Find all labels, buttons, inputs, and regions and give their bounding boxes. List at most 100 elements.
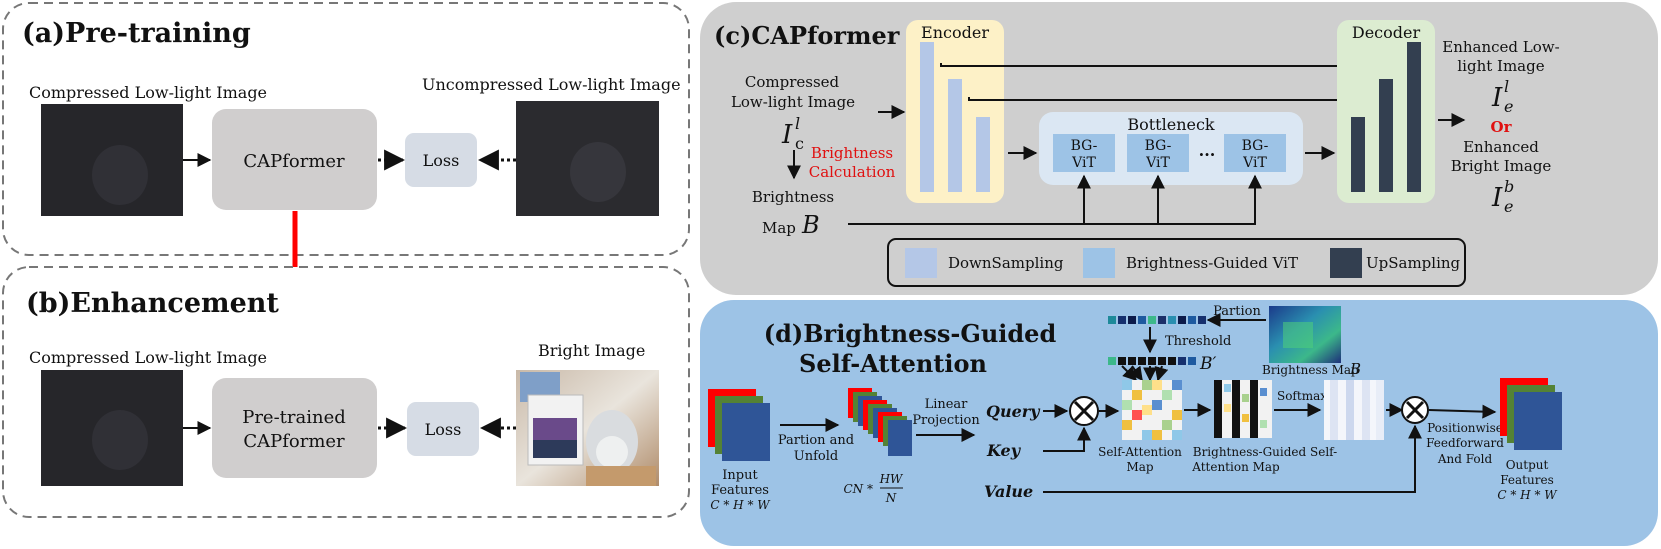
bgvit-block-1 — [1053, 134, 1115, 172]
softmax-label: Softmax — [1277, 389, 1327, 403]
brightness-map-label-2: Map — [762, 219, 796, 237]
self-attention-map — [1122, 380, 1182, 440]
panel-a-title: (a)Pre-training — [22, 18, 251, 49]
feedforward-arrow — [1428, 404, 1497, 419]
panel-a-target-object — [570, 142, 626, 202]
output-label-1: Enhanced Low- — [1442, 38, 1559, 56]
input-features-stack — [708, 389, 770, 461]
panel-c-input-label-1: Compressed — [745, 73, 840, 91]
panel-b-loss-label: Loss — [425, 420, 462, 439]
output-symbol-1: I — [1491, 83, 1503, 113]
panel-b-pretrained-box — [212, 378, 377, 478]
legend-bgvit-swatch — [1083, 248, 1115, 278]
key-arrow — [1043, 426, 1091, 452]
bgvit-1-line2: ViT — [1071, 155, 1096, 171]
encoder-bar-3 — [976, 117, 990, 192]
partion-unfold-label-1: Partion and — [778, 433, 854, 448]
skip-connection-2 — [968, 93, 1376, 107]
cn-formula: CN * — [844, 482, 874, 496]
output-label-4: Bright Image — [1451, 157, 1552, 175]
brightness-map-highlight — [1283, 322, 1313, 348]
panel-c-input-sub: c — [795, 134, 804, 153]
skip-connection-1 — [940, 59, 1396, 73]
output-sub-1: e — [1504, 97, 1513, 116]
bgvit-ellipsis: ··· — [1199, 145, 1216, 164]
panel-b-title: (b)Enhancement — [26, 288, 279, 319]
bg-attention-map-label-2: Attention Map — [1191, 460, 1280, 474]
panel-a: (a)Pre-training Compressed Low-light Ima… — [2, 2, 690, 256]
legend-upsampling-swatch — [1330, 248, 1362, 278]
panel-a-capformer-label: CAPformer — [243, 151, 345, 172]
output-sub-2: e — [1504, 197, 1513, 216]
panel-d-title-1: (d)Brightness-Guided — [764, 319, 1057, 348]
encoder-bar-2 — [948, 79, 962, 192]
bgvit-1-line1: BG- — [1071, 138, 1098, 154]
output-sup-1: l — [1504, 77, 1509, 96]
decoder-label: Decoder — [1352, 23, 1421, 42]
positionwise-label-3: And Fold — [1437, 452, 1493, 466]
output-label-3: Enhanced — [1463, 138, 1539, 156]
value-label: Value — [984, 482, 1033, 501]
output-features-label-2: Features — [1500, 473, 1553, 487]
unfolded-features-stack — [848, 388, 912, 456]
decoder-bar-1 — [1351, 117, 1365, 192]
legend-box — [887, 238, 1466, 287]
panel-b-model-label-1: Pre-trained — [242, 407, 346, 428]
panel-b-loss-box — [407, 402, 479, 456]
partion-strip — [1108, 316, 1206, 324]
linear-projection-label-2: Projection — [912, 413, 980, 428]
input-features-label-1: Input — [722, 468, 758, 483]
bgvit-3-line2: ViT — [1242, 155, 1267, 171]
panel-a-loss-box — [405, 133, 477, 187]
panel-d: (d)Brightness-Guided Self-Attention Inpu… — [700, 300, 1658, 546]
panel-a-loss-label: Loss — [423, 151, 460, 170]
legend-downsampling-label: DownSampling — [948, 254, 1064, 272]
panel-b-bright-image — [516, 370, 659, 486]
b-prime-strip — [1108, 357, 1196, 365]
b-prime-label: B′ — [1199, 354, 1216, 374]
bgvit-block-3 — [1224, 134, 1286, 172]
panel-a-target-label: Uncompressed Low-light Image — [422, 75, 681, 94]
bg-attention-map — [1214, 380, 1272, 438]
multiply-2-x2 — [1405, 400, 1425, 420]
bgvit-3-line1: BG- — [1242, 138, 1269, 154]
decoder-bar-2 — [1379, 79, 1393, 192]
output-features-label-1: Output — [1506, 458, 1549, 472]
panel-b-input-label: Compressed Low-light Image — [29, 348, 267, 367]
partion-label: Partion — [1213, 304, 1261, 319]
panel-b-model-label-2: CAPformer — [243, 431, 345, 452]
or-label: Or — [1491, 118, 1513, 136]
legend-upsampling-label: UpSampling — [1366, 254, 1461, 272]
panel-c-title: (c)CAPformer — [714, 21, 900, 50]
linear-projection-label-1: Linear — [925, 397, 969, 412]
panel-a-image-object — [92, 145, 148, 205]
bgvit-block-2 — [1127, 134, 1189, 172]
panel-c-input-sup: l — [795, 114, 800, 133]
brightness-map-symbol: B — [801, 211, 820, 239]
query-label: Query — [986, 402, 1041, 421]
input-features-label-2: Features — [711, 483, 769, 498]
panel-c-input-label-2: Low-light Image — [731, 93, 855, 111]
panel-d-title-2: Self-Attention — [799, 349, 987, 378]
positionwise-label-2: Feedforward — [1426, 436, 1504, 450]
panel-c: (c)CAPformer Compressed Low-light Image … — [700, 2, 1658, 295]
key-label: Key — [986, 441, 1022, 460]
panel-a-capformer-box — [212, 109, 377, 210]
cn-n: N — [885, 491, 897, 505]
b-prime-arrow-2 — [1128, 365, 1143, 382]
output-label-2: light Image — [1457, 57, 1544, 75]
legend-bgvit-label: Brightness-Guided ViT — [1126, 254, 1298, 272]
encoder-bar-1 — [920, 42, 934, 192]
brightness-calc-label-1: Brightness — [811, 144, 893, 162]
bgvit-2-line2: ViT — [1145, 155, 1170, 171]
self-attention-map-label-1: Self-Attention — [1098, 445, 1182, 459]
output-sup-2: b — [1504, 177, 1514, 196]
panel-b-image-object — [92, 410, 148, 470]
bgvit-2-line1: BG- — [1145, 138, 1172, 154]
threshold-label: Threshold — [1165, 334, 1231, 349]
positionwise-label-1: Positionwise — [1427, 421, 1503, 435]
panel-c-input-symbol: I — [781, 120, 793, 150]
input-features-dims: C * H * W — [710, 498, 771, 512]
self-attention-map-label-2: Map — [1126, 460, 1153, 474]
